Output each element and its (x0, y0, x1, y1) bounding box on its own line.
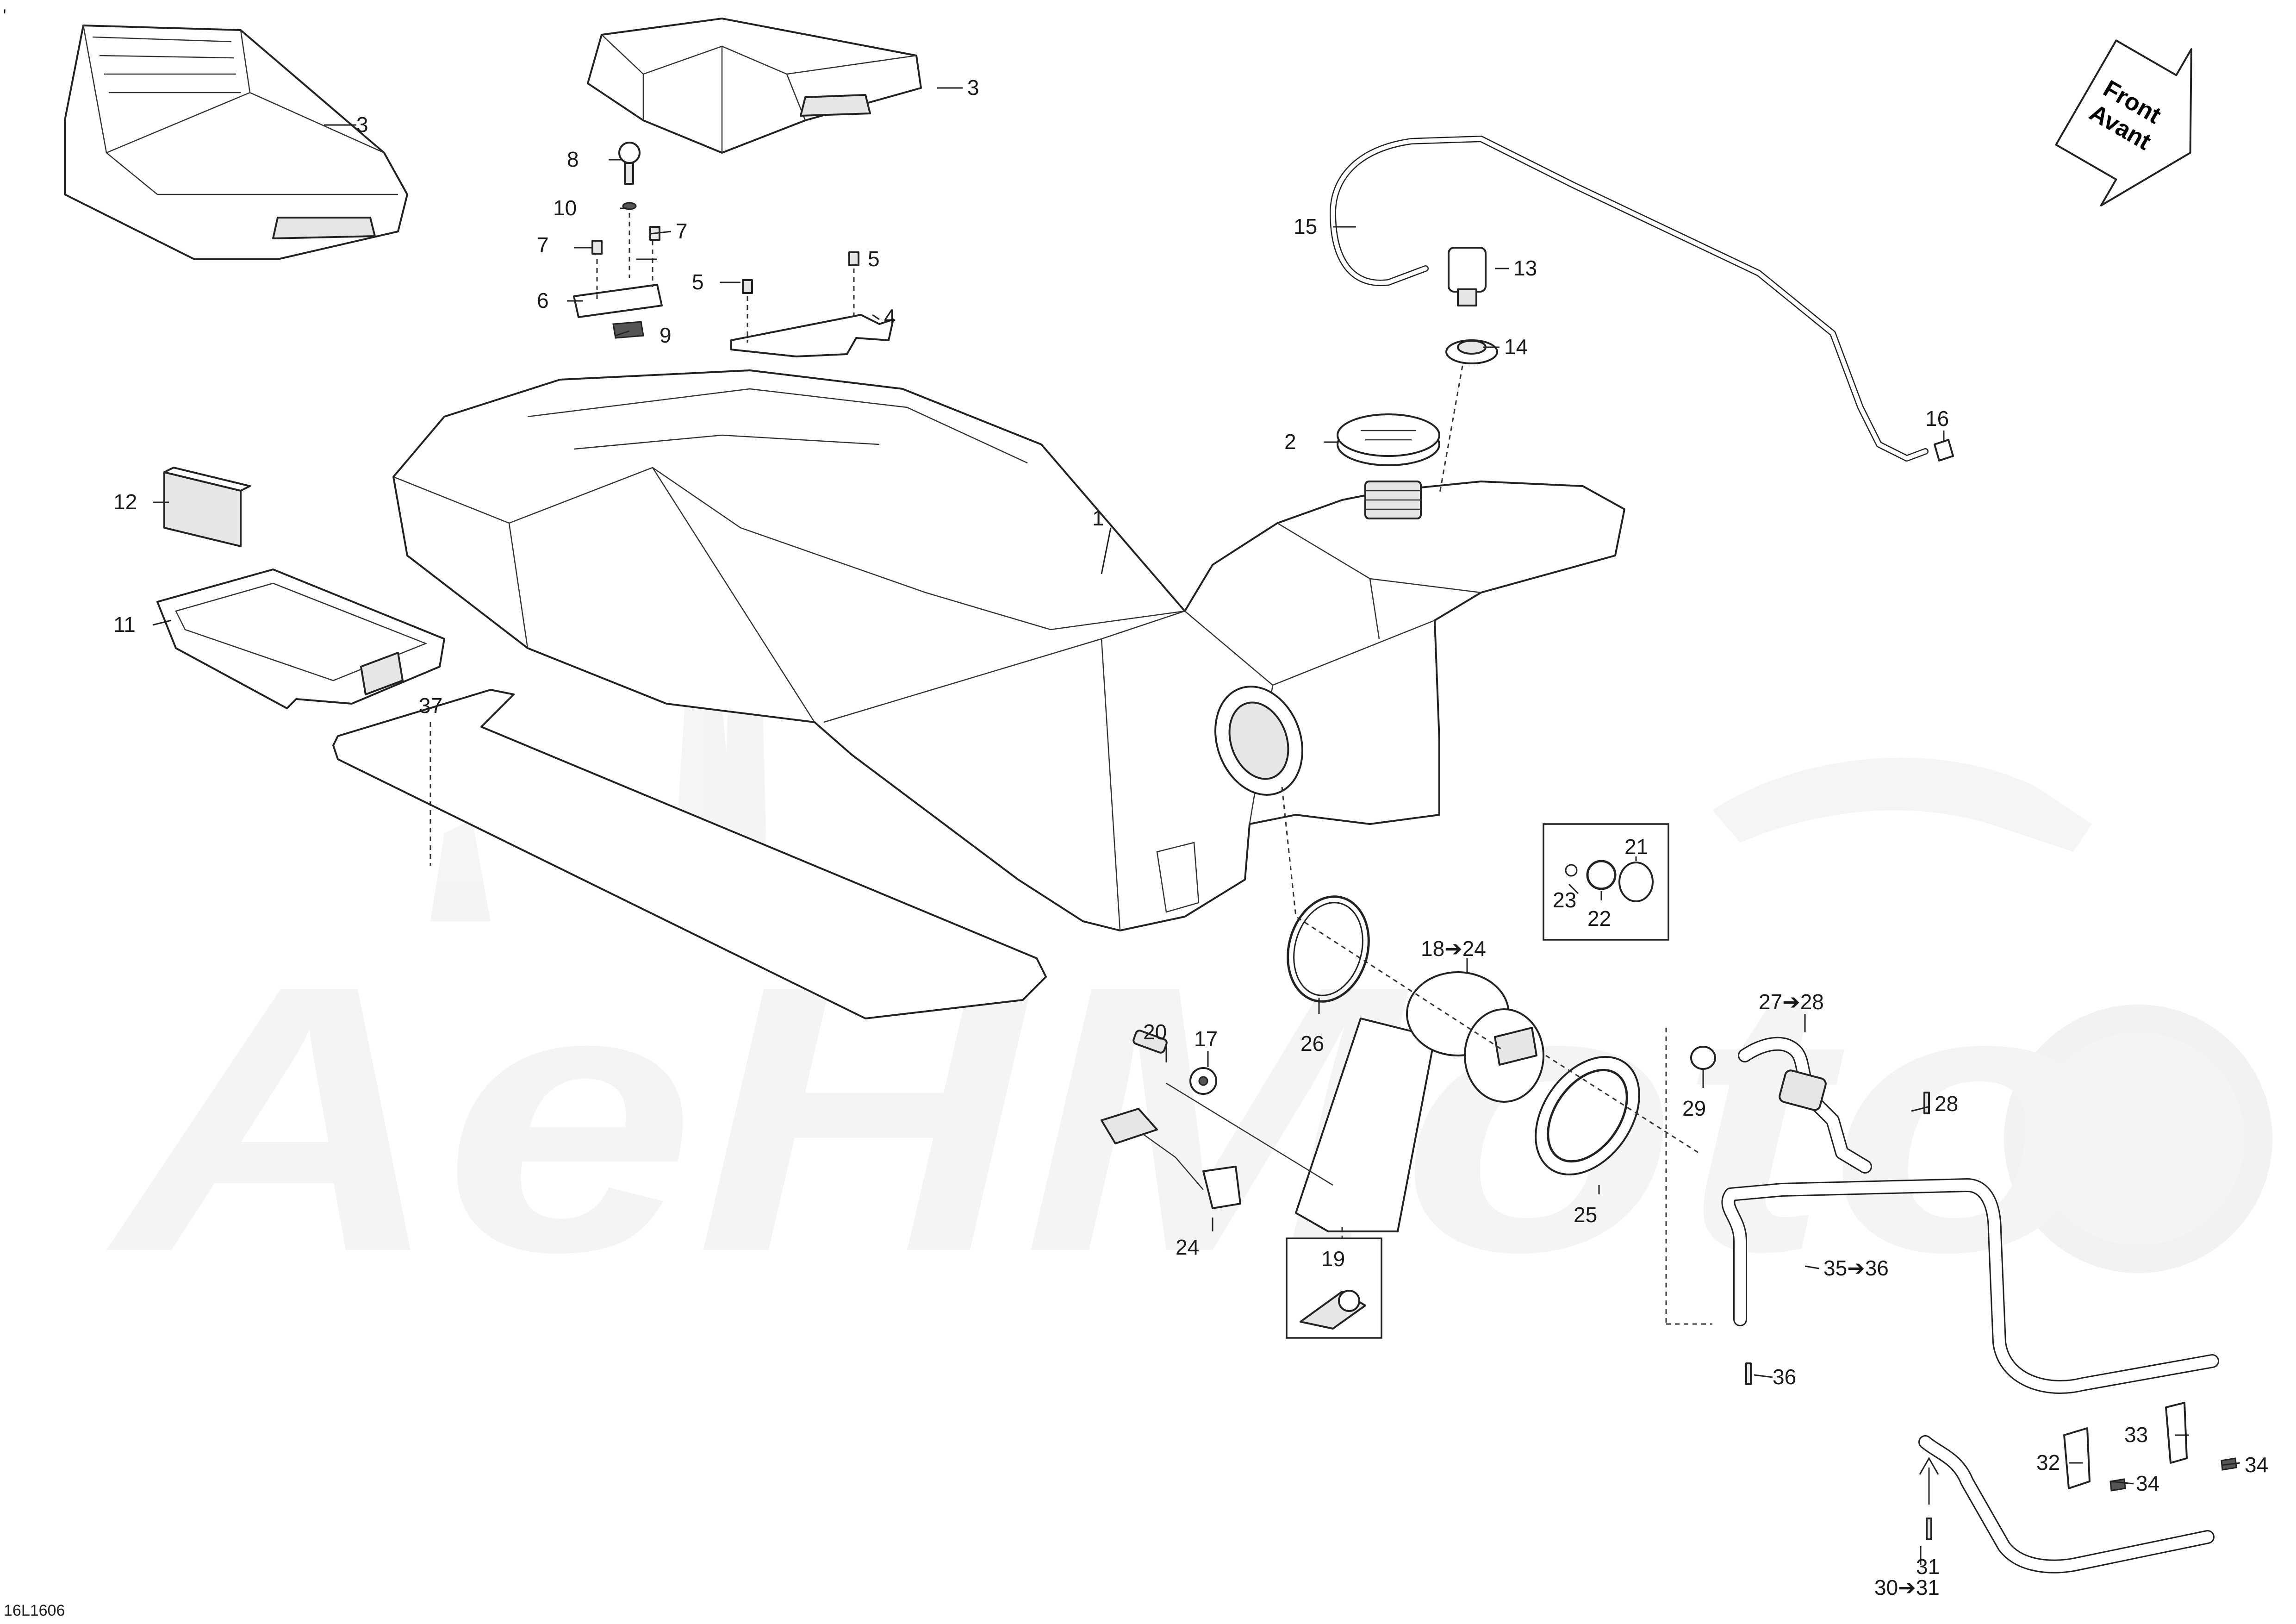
callout-26: 26 (1300, 1031, 1324, 1056)
callout-3a: 3 (356, 112, 368, 137)
callout-1: 1 (1092, 506, 1104, 530)
callout-37: 37 (419, 693, 442, 718)
callout-18: 18➔24 (1421, 937, 1486, 961)
foam-pad (163, 467, 251, 547)
callout-27: 27➔28 (1759, 990, 1824, 1014)
callout-12: 12 (113, 490, 137, 514)
callout-31: 31 (1916, 1555, 1940, 1579)
callout-10: 10 (553, 196, 577, 220)
pump-o-ring (1287, 895, 1370, 1003)
callout-5a: 5 (692, 270, 704, 294)
callout-25: 25 (1574, 1203, 1597, 1227)
fuel-line-main (1721, 1178, 2219, 1394)
callout-33: 33 (2124, 1423, 2148, 1447)
callout-29: 29 (1682, 1096, 1706, 1120)
pump-lock-ring (1535, 1055, 1699, 1175)
watermark-text: AeHMoto (101, 906, 2106, 1330)
callout-28: 28 (1935, 1092, 1958, 1116)
fuel-cap (1337, 413, 1440, 466)
front-direction-arrow: Front Avant (2055, 39, 2192, 206)
storage-tray (156, 568, 445, 709)
leader-lines (152, 87, 2240, 1565)
callout-3b: 3 (967, 75, 979, 100)
doc-mark: ' (3, 6, 6, 26)
fuel-tank (392, 369, 1625, 931)
callout-9: 9 (660, 323, 672, 347)
callout-15: 15 (1294, 214, 1317, 238)
callout-14: 14 (1504, 335, 1528, 359)
figure-code: 16L1606 (4, 1602, 65, 1619)
callout-2: 2 (1284, 430, 1296, 454)
callout-13: 13 (1513, 256, 1537, 280)
callout-4: 4 (884, 305, 896, 329)
lock-pin-assembly (573, 142, 894, 357)
callout-30: 30➔31 (1874, 1575, 1940, 1599)
seal-kit-box (1543, 823, 1669, 941)
callout-6: 6 (537, 288, 549, 312)
callout-36: 36 (1773, 1365, 1796, 1389)
seat-cover-left (64, 25, 408, 260)
callout-11: 11 (113, 612, 136, 637)
watermark: AeHMoto (101, 569, 2272, 1330)
callout-22: 22 (1587, 906, 1611, 931)
fuel-line-return (1918, 1435, 2215, 1574)
callout-20: 20 (1143, 1020, 1167, 1044)
filter-box (1286, 1237, 1382, 1339)
brackets (2063, 1402, 2237, 1492)
callout-19: 19 (1321, 1247, 1345, 1271)
callout-17: 17 (1194, 1027, 1218, 1051)
callout-34b: 34 (2245, 1453, 2268, 1477)
fuel-line-outlet (1665, 1028, 1930, 1385)
callout-34a: 34 (2136, 1471, 2159, 1495)
fuel-pump-module (1166, 787, 1544, 1245)
callout-21: 21 (1624, 835, 1648, 859)
level-sender-parts (1101, 1030, 1241, 1209)
callout-16: 16 (1925, 406, 1949, 431)
callout-5b: 5 (868, 247, 880, 271)
callout-32: 32 (2036, 1450, 2060, 1474)
callout-23: 23 (1553, 888, 1576, 912)
protective-strip (332, 689, 1047, 1019)
vent-hose-assembly (1330, 136, 1954, 496)
seat-cover-right (587, 18, 922, 154)
callout-35: 35➔36 (1823, 1256, 1889, 1280)
callout-7b: 7 (676, 219, 688, 243)
callout-7a: 7 (537, 233, 549, 257)
callout-8: 8 (567, 147, 579, 171)
callout-labels: 1 2 3 3 4 5 5 6 7 7 8 9 10 11 12 13 14 1… (113, 75, 2268, 1599)
callout-24: 24 (1176, 1235, 1199, 1259)
